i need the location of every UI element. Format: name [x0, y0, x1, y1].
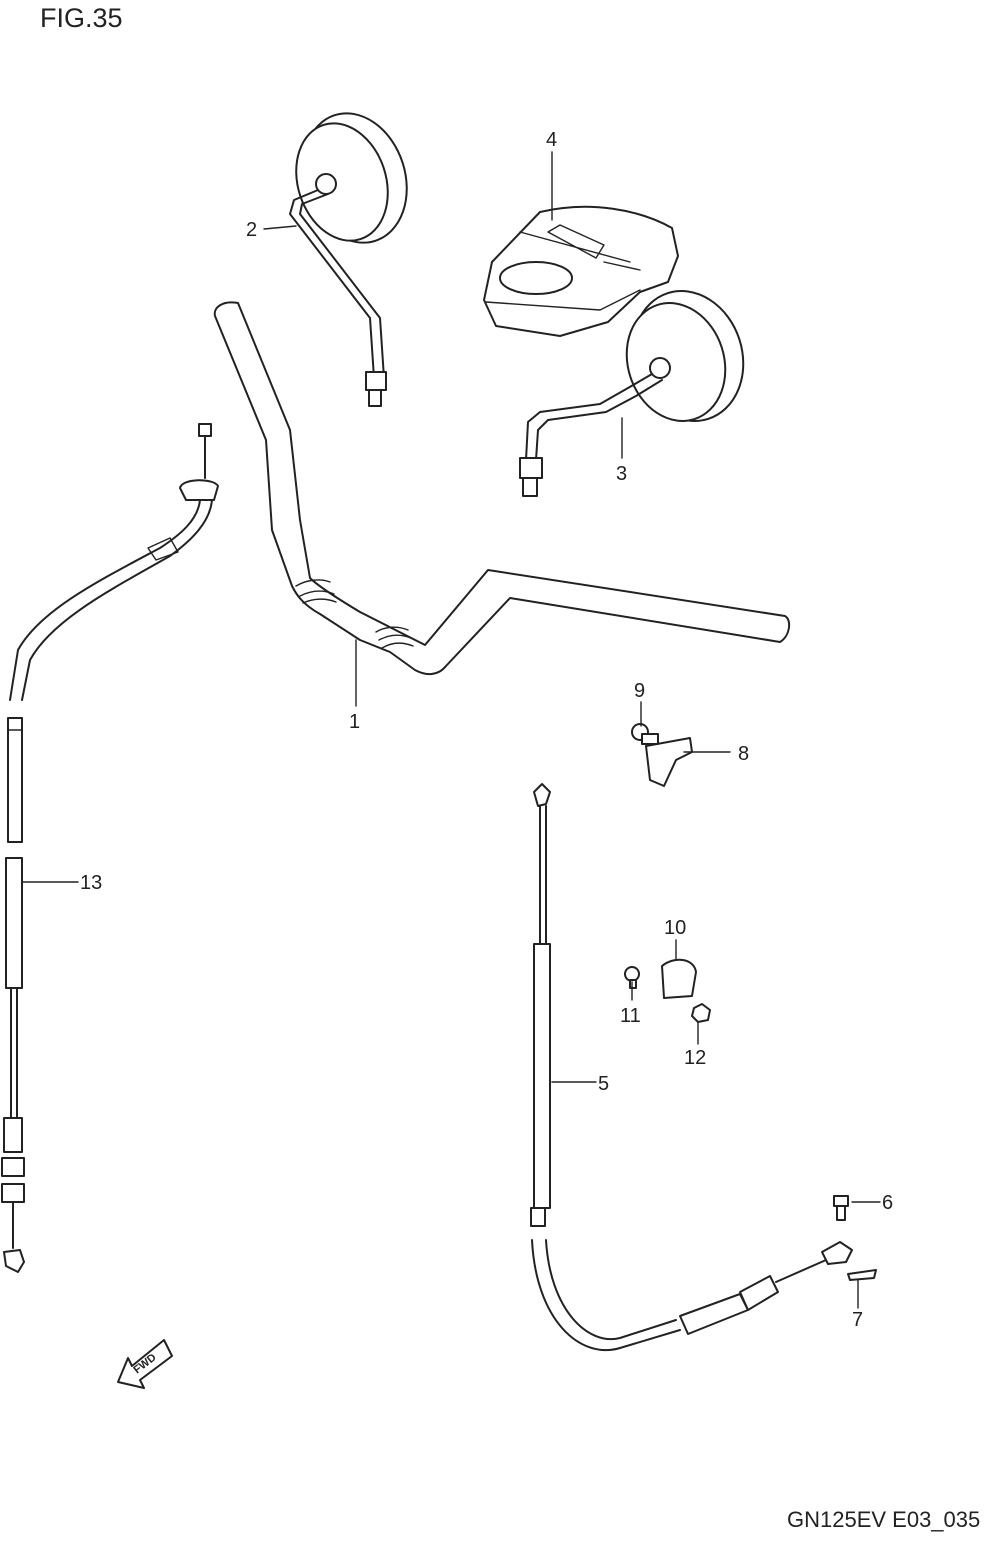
clamp-10	[661, 958, 697, 999]
handlebar-cover	[483, 205, 679, 337]
callout-3: 3	[616, 463, 627, 485]
screw-9	[631, 723, 659, 745]
left-mirror	[289, 112, 408, 407]
handlebar	[213, 301, 791, 676]
right-mirror	[519, 290, 745, 497]
callout-11: 11	[620, 1005, 641, 1027]
callout-10: 10	[664, 917, 686, 939]
callout-12: 12	[684, 1047, 706, 1069]
clamp-8	[645, 737, 693, 787]
screw-11	[624, 966, 640, 989]
pin-7	[847, 1269, 877, 1281]
callout-1: 1	[349, 711, 360, 733]
forward-arrow: FWD	[117, 1339, 173, 1389]
callout-7: 7	[852, 1309, 863, 1331]
clutch-cable	[1, 423, 219, 1273]
leader-lines	[21, 151, 881, 1309]
drawing-code: GN125EV E03_035	[787, 1507, 980, 1532]
nut-12	[691, 1003, 711, 1023]
figure-title: FIG.35	[40, 3, 123, 33]
callout-2: 2	[246, 219, 257, 241]
callout-5: 5	[598, 1073, 609, 1095]
callout-4: 4	[546, 129, 557, 151]
throttle-cable	[530, 783, 853, 1351]
bolt-6	[833, 1195, 849, 1221]
callout-13: 13	[80, 872, 102, 894]
callout-8: 8	[738, 743, 749, 765]
callout-6: 6	[882, 1192, 893, 1214]
callout-9: 9	[634, 680, 645, 702]
